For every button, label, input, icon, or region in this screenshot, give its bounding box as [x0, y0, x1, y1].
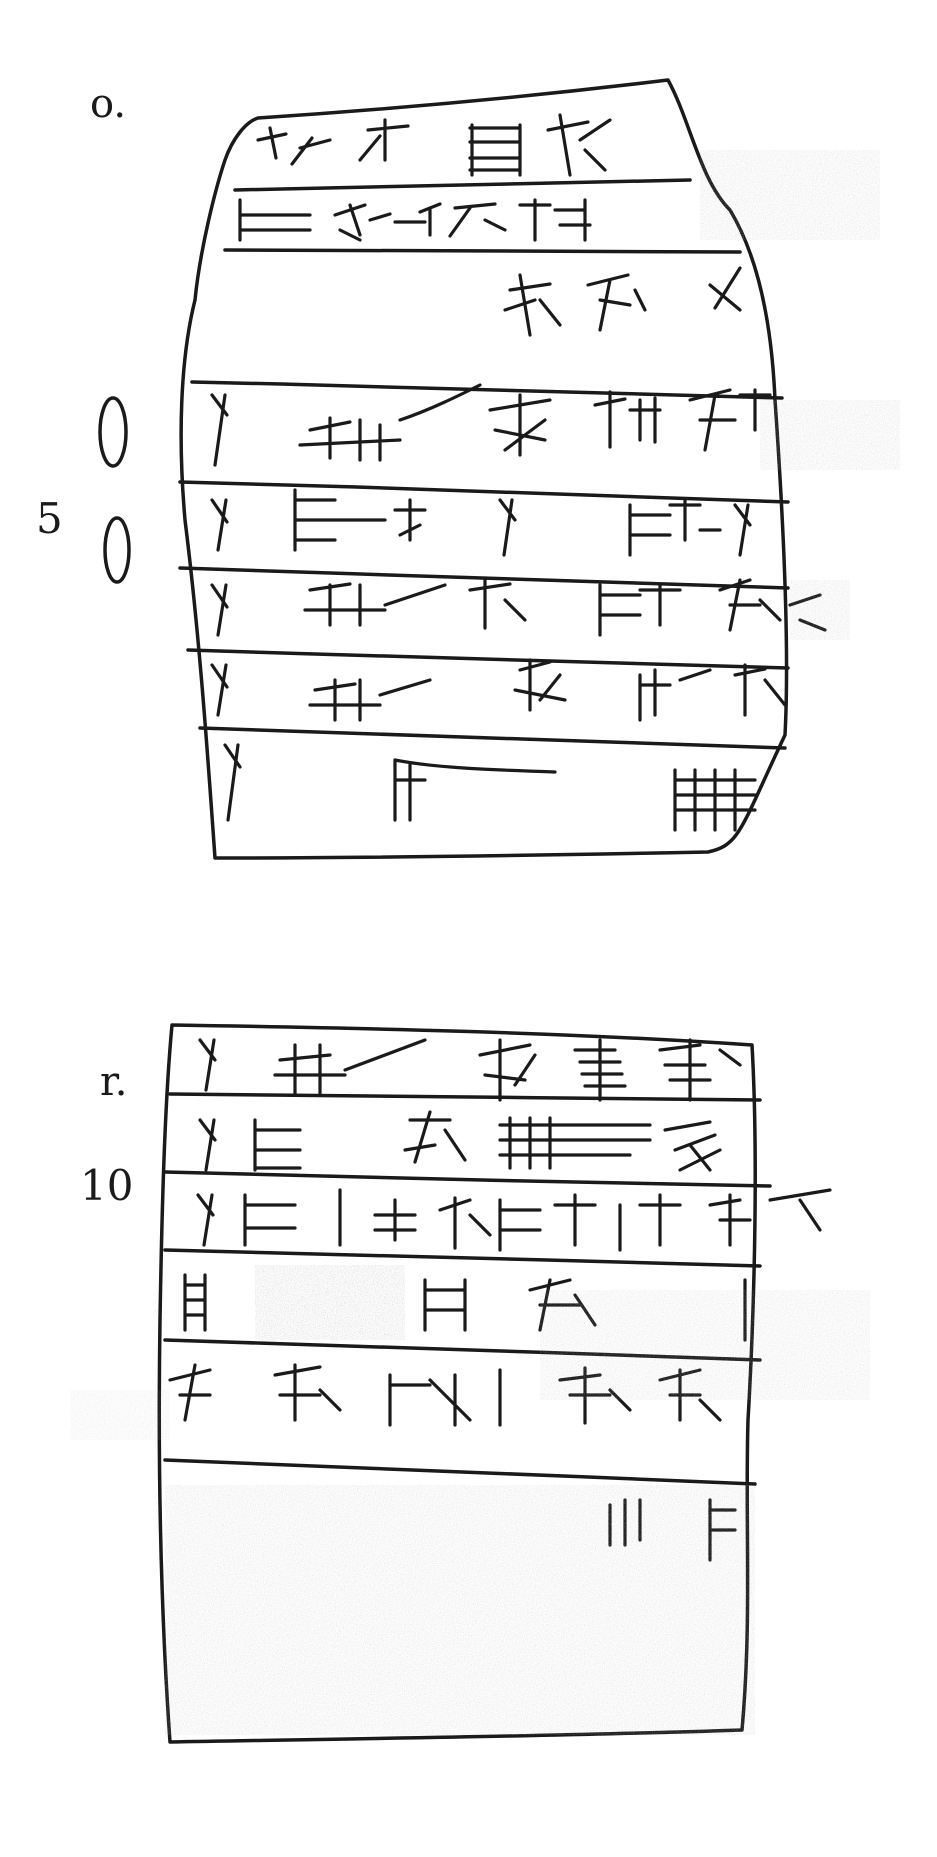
reverse-line-9	[198, 1038, 742, 1102]
obverse-line-6	[210, 576, 827, 637]
reverse-ruling-2	[163, 1170, 772, 1188]
obverse-outline	[179, 78, 789, 860]
obverse-line-4	[210, 383, 772, 467]
obverse-ruling-6	[186, 648, 790, 670]
obverse-signs	[210, 113, 827, 832]
margin-mark-1	[98, 396, 128, 468]
obverse-tablet	[178, 78, 790, 860]
obverse-ruling-1	[233, 178, 692, 192]
obverse-line-7	[210, 658, 787, 722]
obverse-ruling-4	[178, 480, 790, 504]
obverse-ruling-7	[198, 726, 787, 750]
obverse-margin-marks	[98, 396, 131, 584]
reverse-ruling-3	[163, 1248, 762, 1268]
obverse-line-8	[223, 743, 757, 832]
reverse-tablet	[157, 1023, 772, 1744]
obverse-line-2	[238, 198, 592, 242]
obverse-line-3	[503, 266, 742, 337]
reverse-ruling-5	[163, 1458, 757, 1486]
reverse-line-11	[196, 1188, 832, 1252]
reverse-ruling-1	[168, 1092, 762, 1102]
margin-mark-2	[103, 516, 131, 584]
reverse-label: r.	[100, 1059, 128, 1105]
reverse-damage	[70, 1265, 870, 1735]
obverse-ruling-2	[223, 248, 742, 254]
line-number-10: 10	[80, 1161, 134, 1210]
reverse-line-10	[198, 1110, 722, 1172]
obverse-ruling-3	[190, 380, 784, 400]
obverse-line-5	[210, 488, 752, 557]
obverse-label: o.	[90, 81, 127, 127]
obverse-smudge	[700, 150, 900, 640]
obverse-ruling-5	[178, 566, 790, 590]
obverse-line-1	[256, 113, 612, 177]
line-number-5: 5	[36, 494, 63, 543]
